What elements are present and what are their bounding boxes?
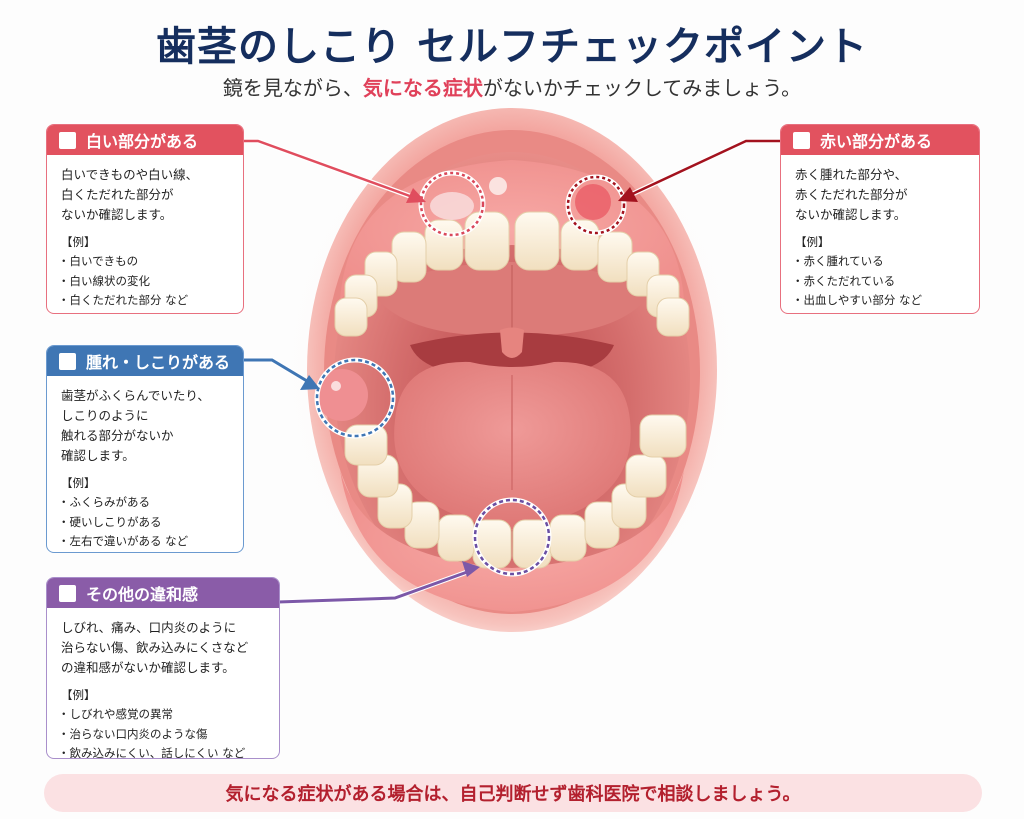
example-list: 赤く腫れている 赤くただれている 出血しやすい部分 など — [795, 252, 967, 311]
card-title: 腫れ・しこりがある — [86, 353, 231, 372]
example-list: ふくらみがある 硬いしこりがある 左右で違いがある など — [61, 493, 231, 552]
page-title: 歯茎のしこり セルフチェックポイント — [156, 24, 868, 70]
card-header: 赤い部分がある — [781, 125, 979, 155]
arrow-other — [277, 561, 480, 605]
example-label: 【例】 — [61, 235, 96, 249]
card-other-discomfort: その他の違和感 しびれ、痛み、口内炎のように 治らない傷、飲み込みにくさなど の… — [46, 577, 280, 759]
example-label: 【例】 — [61, 476, 96, 490]
arrow-swelling — [244, 357, 320, 390]
example-item: 白くただれた部分 など — [61, 291, 231, 311]
card-header: その他の違和感 — [47, 578, 279, 608]
card-title: その他の違和感 — [86, 585, 199, 604]
example-item: 硬いしこりがある — [61, 513, 231, 533]
card-header: 白い部分がある — [47, 125, 243, 155]
example-list: しびれや感覚の異常 治らない口内炎のような傷 飲み込みにくい、話しにくい など — [61, 705, 267, 758]
arrow-white — [244, 138, 426, 203]
example-item: 白い線状の変化 — [61, 272, 231, 292]
example-item: 赤く腫れている — [795, 252, 967, 272]
example-item: 飲み込みにくい、話しにくい など — [61, 744, 267, 758]
example-item: しびれや感覚の異常 — [61, 705, 267, 725]
card-description: 赤く腫れた部分や、 赤くただれた部分が ないか確認します。 — [795, 167, 908, 222]
card-swelling: 腫れ・しこりがある 歯茎がふくらんでいたり、 しこりのように 触れる部分がないか… — [46, 345, 244, 553]
advice-banner: 気になる症状がある場合は、自己判断せず歯科医院で相談しましょう。 — [44, 774, 982, 812]
subtitle-text-before: 鏡を見ながら、 — [222, 76, 363, 100]
example-item: 白いできもの — [61, 252, 231, 272]
checkbox-icon[interactable] — [59, 352, 76, 370]
card-white-patch: 白い部分がある 白いできものや白い線、 白くただれた部分が ないか確認します。 … — [46, 124, 244, 314]
example-list: 白いできもの 白い線状の変化 白くただれた部分 など — [61, 252, 231, 311]
checkbox-icon[interactable] — [793, 131, 810, 149]
arrow-red — [618, 138, 780, 202]
card-title: 白い部分がある — [86, 132, 199, 151]
card-description: 歯茎がふくらんでいたり、 しこりのように 触れる部分がないか 確認します。 — [61, 388, 210, 463]
lower-gum — [340, 470, 684, 612]
upper-teeth — [334, 211, 690, 337]
example-label: 【例】 — [795, 235, 830, 249]
example-item: 出血しやすい部分 など — [795, 291, 967, 311]
example-item: 赤くただれている — [795, 272, 967, 292]
card-description: しびれ、痛み、口内炎のように 治らない傷、飲み込みにくさなど の違和感がないか確… — [61, 620, 249, 675]
card-red-patch: 赤い部分がある 赤く腫れた部分や、 赤くただれた部分が ないか確認します。 【例… — [780, 124, 980, 314]
card-header: 腫れ・しこりがある — [47, 346, 243, 376]
card-description: 白いできものや白い線、 白くただれた部分が ないか確認します。 — [61, 167, 199, 222]
example-item: 治らない口内炎のような傷 — [61, 725, 267, 745]
uvula — [500, 327, 524, 358]
card-title: 赤い部分がある — [820, 132, 933, 151]
example-item: 左右で違いがある など — [61, 532, 231, 552]
checkbox-icon[interactable] — [59, 131, 76, 149]
example-label: 【例】 — [61, 688, 96, 702]
example-item: ふくらみがある — [61, 493, 231, 513]
checkbox-icon[interactable] — [59, 584, 76, 602]
